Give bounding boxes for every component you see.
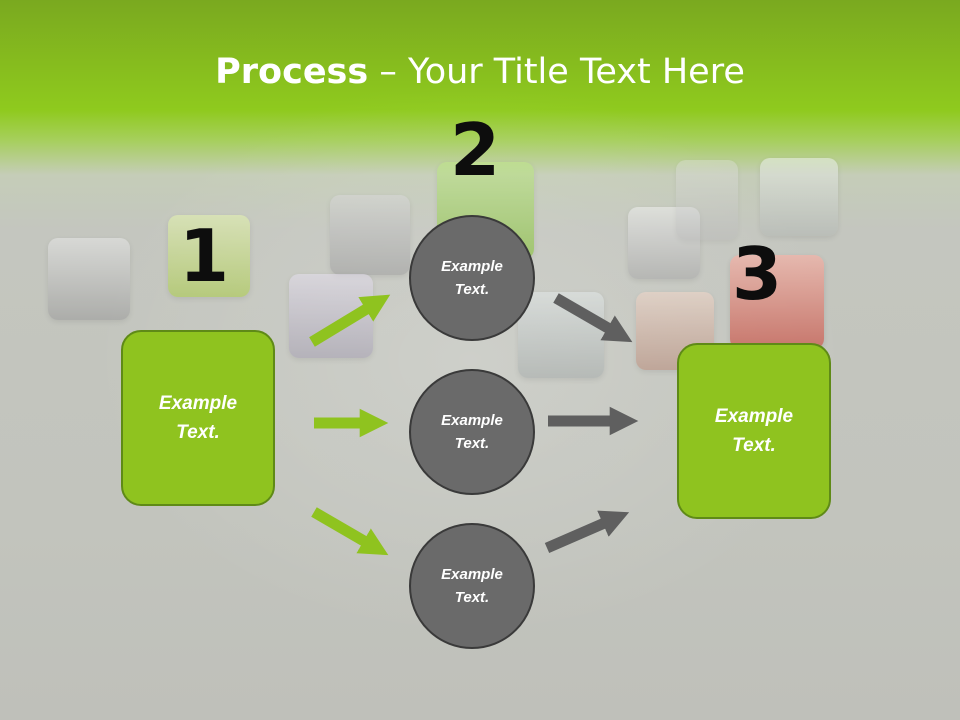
step-number-2: 2: [450, 108, 501, 192]
input-box: Example Text.: [121, 330, 275, 506]
circle-1-line2: Text.: [454, 281, 490, 298]
arrow-circle3-to-box3: [544, 510, 630, 554]
circle-3-line2: Text.: [454, 589, 490, 606]
arrow-box1-to-circle1: [309, 294, 391, 347]
output-box-line2: Text.: [732, 435, 776, 456]
circle-2-line1: Example: [441, 412, 503, 429]
camera-app-icon: [48, 238, 130, 320]
soccer-app-icon: [730, 255, 824, 349]
circle-1-line1: Example: [441, 258, 503, 275]
water-drop-app-icon: [676, 160, 738, 240]
input-box-line2: Text.: [176, 422, 220, 443]
title-bold: Process: [215, 52, 369, 92]
output-box: Example Text.: [677, 343, 831, 519]
video-app-icon: [168, 215, 250, 297]
circle-3-line1: Example: [441, 566, 503, 583]
input-box-line1: Example: [158, 393, 238, 414]
circle-2-line2: Text.: [454, 435, 490, 452]
process-circle-2: Example Text.: [409, 369, 535, 495]
process-circle-1: Example Text.: [409, 215, 535, 341]
step-number-3: 3: [732, 232, 783, 316]
airplane-app-icon: [628, 207, 700, 279]
title-rest: – Your Title Text Here: [368, 52, 745, 92]
mail-app-icon: [760, 158, 838, 236]
arrow-circle1-to-box3: [553, 293, 633, 343]
output-box-line1: Example: [714, 406, 794, 427]
step-number-1: 1: [179, 214, 230, 298]
arrow-box1-to-circle3: [311, 507, 389, 556]
process-circle-3: Example Text.: [409, 523, 535, 649]
contact-app-icon: [330, 195, 410, 275]
slide-title: Process – Your Title Text Here: [0, 52, 960, 92]
